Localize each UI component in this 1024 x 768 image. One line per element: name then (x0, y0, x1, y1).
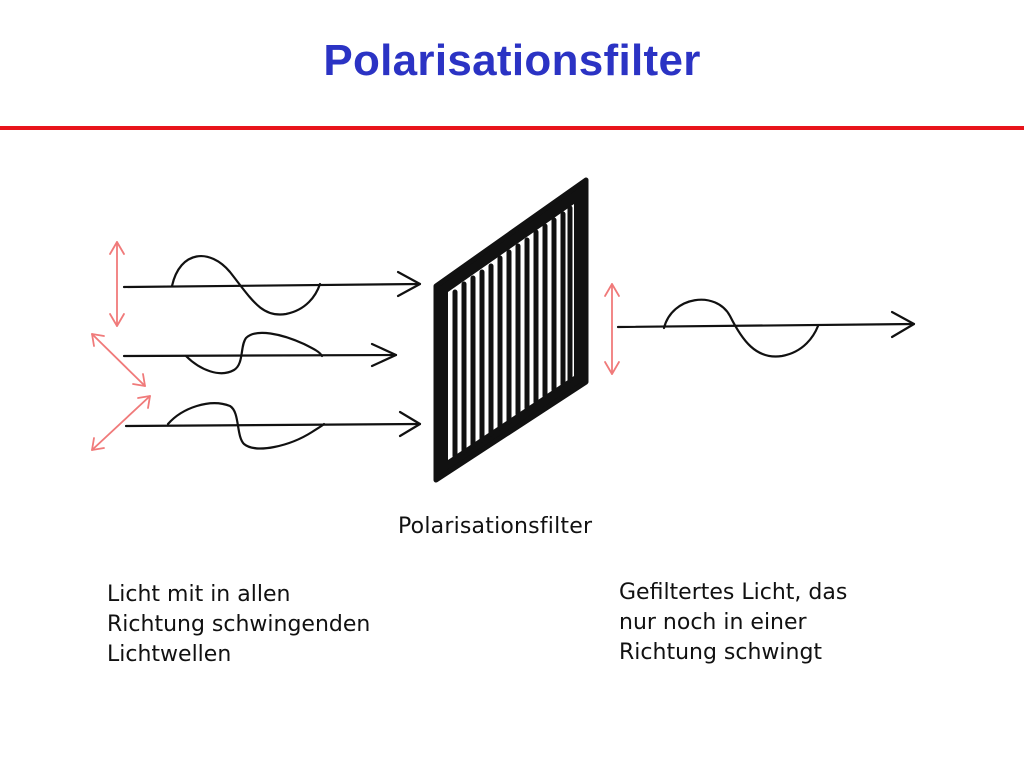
caption-line: Richtung schwingt (619, 640, 823, 665)
caption-line: Richtung schwingenden (107, 612, 371, 637)
wave-arrowhead-1 (396, 270, 422, 298)
caption-line: Lichtwellen (107, 642, 232, 667)
wave-curve-vertical (170, 255, 322, 316)
wave-axis-arrow-3 (124, 422, 422, 428)
slide-title: Polarisationsfilter (323, 36, 701, 85)
wave-axis-arrow-2 (122, 353, 398, 358)
wave-arrowhead-out (890, 310, 916, 339)
oscillation-arrow-diagonal-b (91, 395, 151, 451)
wave-curve-out (662, 298, 820, 358)
caption-line: nur noch in einer (619, 610, 807, 635)
wave-axis-arrow-out (616, 322, 916, 329)
oscillation-arrow-diagonal-a (91, 333, 146, 387)
wave-curve-diagonal-a (184, 331, 324, 375)
wave-axis-arrow-1 (122, 282, 422, 289)
wave-arrowhead-3 (398, 410, 422, 438)
filter-caption: Polarisationsfilter (398, 514, 593, 539)
incoming-wave-diagonal-a (122, 331, 398, 375)
oscillation-arrow-vertical-left (109, 241, 125, 327)
title-divider (0, 126, 1024, 130)
filtered-light-caption: Gefiltertes Licht, das nur noch in einer… (619, 578, 847, 668)
caption-line: Licht mit in allen (107, 582, 291, 607)
polarization-filter (433, 177, 589, 483)
outgoing-polarized-wave (616, 298, 916, 358)
caption-line: Gefiltertes Licht, das (619, 580, 848, 605)
incoming-wave-vertical (122, 255, 422, 316)
wave-arrowhead-2 (370, 342, 398, 368)
wave-curve-diagonal-b (166, 402, 326, 450)
oscillation-arrow-vertical-right (604, 283, 620, 375)
incoming-wave-diagonal-b (124, 402, 422, 450)
incoming-light-caption: Licht mit in allen Richtung schwingenden… (107, 580, 370, 670)
